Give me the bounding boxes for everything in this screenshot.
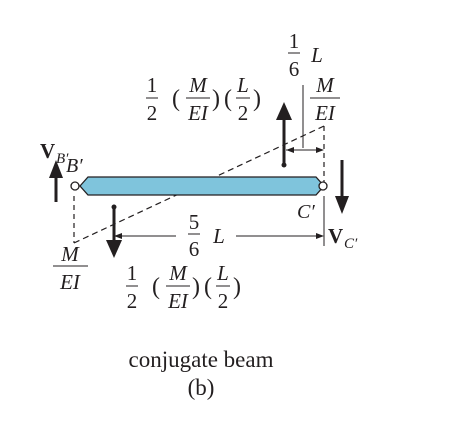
svg-text:L: L [216, 261, 229, 285]
svg-text:B′: B′ [56, 151, 69, 167]
moment-diagram-line [73, 125, 325, 244]
svg-text:1: 1 [127, 261, 138, 285]
svg-text:M: M [315, 73, 335, 97]
svg-text:EI: EI [187, 101, 209, 125]
upper-resultant-label: 1 2 ( M EI ) ( L 2 ) [147, 73, 261, 125]
svg-text:V: V [40, 139, 55, 163]
left-moment-label: M EI [59, 242, 81, 294]
dimension-one-sixth-L [286, 85, 324, 153]
svg-text:2: 2 [238, 101, 249, 125]
svg-text:L: L [310, 43, 323, 67]
lower-resultant-label: 1 2 ( M EI ) ( L 2 ) [127, 261, 241, 313]
svg-text:6: 6 [289, 57, 300, 81]
reaction-arrow-c [335, 160, 349, 214]
right-support-hinge [318, 181, 328, 191]
svg-text:1: 1 [147, 73, 158, 97]
caption-label: (b) [188, 375, 215, 400]
dimension-five-sixths-L [114, 196, 325, 246]
svg-text:2: 2 [218, 289, 229, 313]
svg-text:C′: C′ [344, 236, 358, 252]
svg-text:EI: EI [167, 289, 189, 313]
svg-text:EI: EI [59, 270, 81, 294]
svg-text:L: L [212, 224, 225, 248]
svg-text:2: 2 [147, 101, 158, 125]
svg-text:(: ( [204, 274, 212, 300]
svg-text:): ) [233, 274, 241, 300]
svg-text:EI: EI [314, 101, 336, 125]
shear-label-b: V B′ [40, 139, 69, 167]
svg-text:): ) [212, 86, 220, 112]
conjugate-beam [79, 176, 325, 196]
svg-text:2: 2 [127, 289, 138, 313]
svg-text:1: 1 [289, 29, 300, 53]
reaction-arrow-b [49, 160, 63, 202]
fraction-bars [53, 52, 340, 287]
one-sixth-L-label: 1 6 L [289, 29, 323, 81]
svg-text:M: M [168, 261, 188, 285]
right-resultant-arrow [276, 102, 292, 168]
svg-text:6: 6 [189, 237, 200, 261]
right-moment-label: M EI [314, 73, 336, 125]
caption-title: conjugate beam [129, 347, 274, 372]
svg-text:L: L [236, 73, 249, 97]
svg-text:(: ( [224, 86, 232, 112]
svg-text:5: 5 [189, 210, 200, 234]
support-label-b: B′ [66, 155, 83, 177]
svg-text:M: M [188, 73, 208, 97]
five-sixths-L-label: 5 6 L [189, 210, 225, 261]
svg-text:M: M [60, 242, 80, 266]
shear-label-c: V C′ [328, 224, 358, 252]
svg-text:): ) [192, 274, 200, 300]
svg-text:(: ( [172, 86, 180, 112]
svg-text:V: V [328, 224, 343, 248]
left-resultant-arrow [106, 204, 122, 258]
left-support-hinge [70, 181, 80, 191]
svg-text:): ) [253, 86, 261, 112]
support-label-c: C′ [297, 201, 315, 223]
svg-text:(: ( [152, 274, 160, 300]
